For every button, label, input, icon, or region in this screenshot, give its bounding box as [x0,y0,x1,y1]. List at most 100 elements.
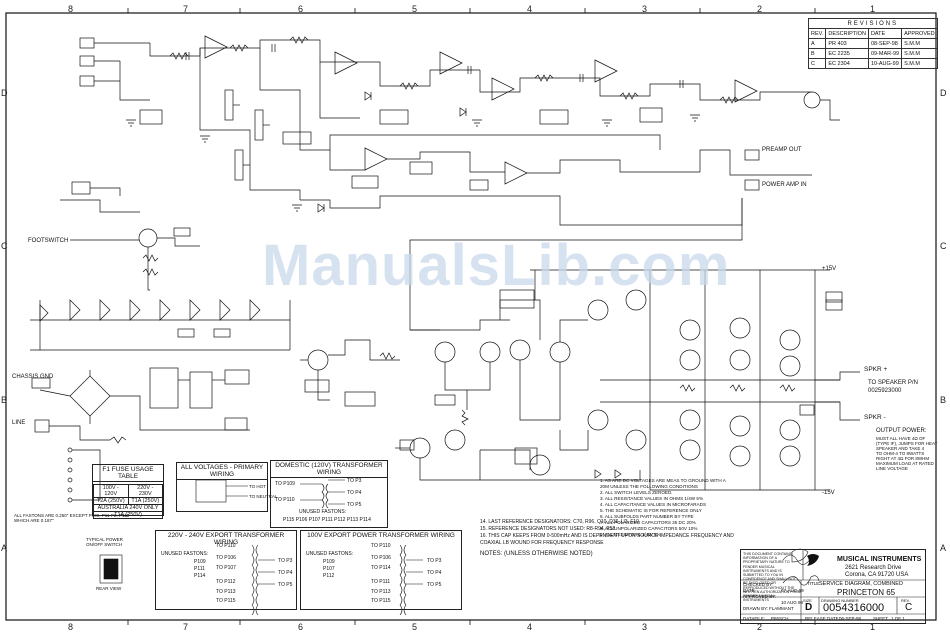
export-100v-wiring-box: 100V EXPORT POWER TRANSFORMER WIRING UNU… [300,530,462,610]
export-220v-left: TO P112 [216,579,236,585]
output-note-line: SPEAKER AND TAKE 4 [876,446,925,451]
zone-col-4-bottom: 4 [527,622,533,632]
zone-row-c-right: C [940,241,947,251]
note-item: 2. ALL SWITCH LEVELS ZEROED. [600,490,673,495]
rev-cell: EC 2304 [825,58,869,69]
domestic-right-label: TO P5 [347,502,362,508]
output-note-line: TO OHM-4 TO 8WATTS [876,451,925,456]
rail-label-minus: -15V [822,490,835,496]
rev-cell: S.M.M [901,38,938,49]
to-hot-label: TO HOT [249,484,266,489]
export-220v-unused-item: P114 [194,573,206,579]
zone-col-3-bottom: 3 [642,622,648,632]
export-100v-left: TO P114 [371,565,391,571]
note-item: 5. THE SCHEMATIC IS FOR REFERENCE ONLY [600,508,702,513]
output-power-notes: MUST ALL HAVE 4Ω OF (TYPE IF), JUMPS FOR… [876,436,937,471]
zone-row-d-right: D [940,88,947,98]
export-220v-left: TO P106 [216,555,236,561]
fender-logo-icon [807,554,819,566]
company-name: MUSICAL INSTRUMENTS [837,556,922,563]
size-label: SIZE [803,598,812,603]
rev-cell: A [807,38,827,49]
note-item: 9. ALL RESISTORS 1/4W 5% [600,532,661,537]
note-item: 16. THIS CAP KEEPS FROM 0-500mHz AND IS … [480,533,734,546]
note-item: 3. ALL RESISTANCE VALUES IN OHMS 1/4W 5% [600,496,704,501]
zone-row-b-right: B [940,395,947,405]
product-name: PRINCETON 65 [837,588,896,597]
title-label: TITLE: [807,581,821,586]
zone-col-7-top: 7 [183,4,189,14]
rev-header-date: DATE [867,28,903,39]
domestic-wiring-title: DOMESTIC (120V) TRANSFORMER WIRING [271,461,387,478]
zone-col-8-bottom: 8 [68,622,74,632]
zone-col-5-bottom: 5 [412,622,418,632]
drawn-by-label: DRAWN BY: [743,606,769,611]
company-address-line2: Corona, CA 91720 USA [845,572,909,578]
rev-row: A PR 403 08-SEP-98 S.M.M [807,38,938,49]
export-100v-right: TO P4 [427,570,442,576]
check-date: 07-AUG-99 [781,588,804,593]
fastons-note: ALL FASTONS ARE 0.250" EXCEPT P109, P11-… [14,513,130,523]
export-220v-right: TO P3 [278,558,293,564]
speaker-minus-label: SPKR - [864,414,886,421]
rail-label-plus: +15V [822,266,837,272]
sheet-label: SHEET [873,616,889,621]
sheet-value: 1 OF 1 [891,616,905,621]
domestic-unused-list: P115 P106 P107 P111 P112 P113 P114 [283,517,371,523]
export-220v-unused-title: UNUSED FASTONS: [161,551,209,557]
notes-block: 14. LAST REFERENCE DESIGNATORS: C70, R96… [480,519,735,558]
note-item: 15. REFERENCE DESIGNATORS NOT USED: R8-R… [480,526,616,532]
output-note-line: (TYPE IF), JUMPS FOR HEAT [876,441,938,446]
export-220v-left: TO P110 [216,543,236,549]
rev-row: C EC 2304 10-AUG-99 S.M.M [807,58,938,69]
export-100v-unused-item: P112 [323,573,335,579]
zone-col-4-top: 4 [527,4,533,14]
export-100v-right: TO P3 [427,558,442,564]
domestic-unused-title: UNUSED FASTONS: [299,509,347,515]
rev-header-rev: REV. [807,28,827,39]
export-220v-title: 220V - 240V EXPORT TRANSFORMER WIRING [167,532,285,546]
power-switch-caption: REAR VIEW [96,586,122,591]
rev-cell: PR 403 [825,38,869,49]
rev-row: B EC 2235 09-MAR-99 S.M.M [807,48,938,59]
note-item: 8. ALL UNPOLARIZED CAPACITORS 50V 10% [600,526,698,531]
rev-cell: S.M.M [901,58,938,69]
fuse-table-title: F1 FUSE USAGE TABLE [93,465,163,482]
title-block-grid [741,550,925,623]
company-address-line1: 2621 Research Drive [845,565,902,571]
domestic-wiring-box: DOMESTIC (120V) TRANSFORMER WIRING TO P1… [270,460,388,528]
rev-cell: 10-AUG-99 [867,58,903,69]
datafile-value: P65SCH [771,616,789,621]
zone-col-2-top: 2 [757,4,763,14]
zone-col-1-bottom: 1 [870,622,876,632]
rev-value: C [905,602,913,613]
export-220v-left: TO P107 [216,565,236,571]
zone-row-a-left: A [1,543,8,553]
note-item: 4. ALL CAPACITANCE VALUES IN MICROFARADS [600,502,707,507]
fuse-cell: T2A (250V) [93,497,129,505]
rev-cell: EC 2235 [825,48,869,59]
approved-by-label: APPROVED BY: [743,594,777,599]
note-item: 14. LAST REFERENCE DESIGNATORS: C70, R96… [480,519,639,525]
export-100v-left: TO P106 [371,555,391,561]
notes-right-block: 1. AS ARE DC VOLTAGES ARE MEAS TO GROUND… [600,478,735,538]
zone-col-5-top: 5 [412,4,418,14]
export-100v-left: TO P110 [371,543,391,549]
fuse-cell: T1A (250V) [93,511,163,519]
rev-header-approved: APPROVED [901,28,938,39]
export-100v-left: TO P113 [371,589,391,595]
line-label: LINE [12,420,26,426]
power-switch-drawing: TYPICAL POWER ON/OFF SWITCH REAR VIEW [86,537,132,592]
export-100v-left: TO P115 [371,598,391,604]
domestic-right-label: TO P4 [347,490,362,496]
zone-col-6-bottom: 6 [298,622,304,632]
output-note-line: RIGHT AT 4Ω FOR 8WHM [876,456,930,461]
rev-label: REV. [901,598,910,603]
approve-date: 10 AUG 99 [781,600,804,605]
release-date-label: RELEASE DATE: [805,616,840,621]
export-100v-unused-item: P109 [323,559,335,565]
export-220v-left: TO P113 [216,589,236,595]
note-item: 7. ALL POLARIZED CAPACITORS 35 DC 20% [600,520,696,525]
